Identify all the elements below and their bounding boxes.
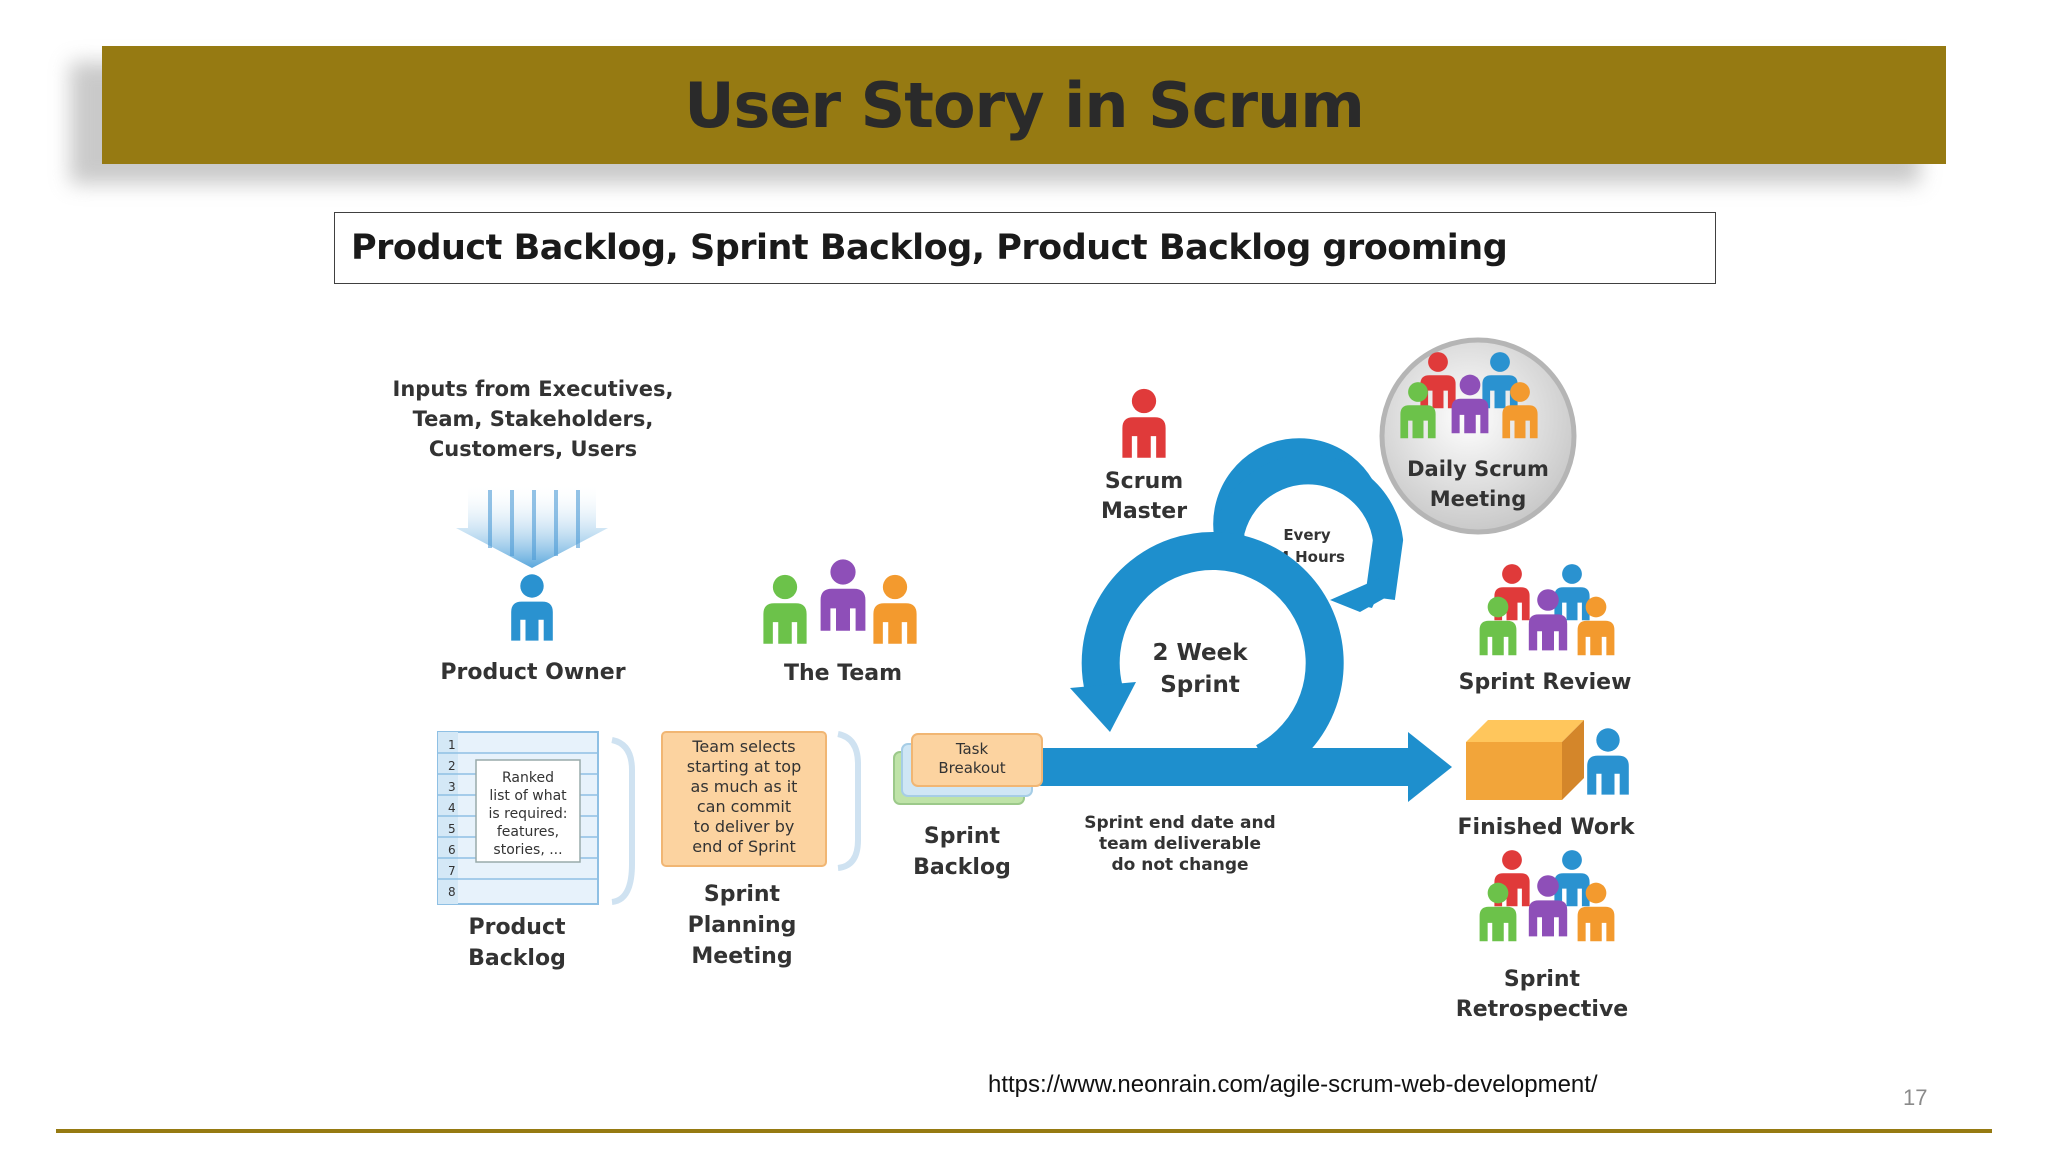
- sprint-planning-line-2: Planning: [688, 913, 797, 938]
- backlog-note-line: stories, ...: [493, 842, 562, 858]
- scrum-master-line-1: Scrum: [1105, 469, 1183, 494]
- row-number: 6: [448, 843, 456, 857]
- backlog-note-line: list of what: [489, 788, 567, 804]
- backlog-note-line: features,: [497, 824, 559, 840]
- sprint-backlog-line-1: Sprint: [924, 824, 1001, 849]
- sprint-retrospective-line-1: Sprint: [1504, 967, 1581, 992]
- task-breakout-line-1: Task: [955, 740, 989, 758]
- sprint-end-line-3: do not change: [1111, 855, 1248, 875]
- product-backlog-line-2: Backlog: [468, 946, 566, 971]
- product-backlog-row-numbers: 1 2 3 4 5 6 7 8: [448, 738, 456, 899]
- backlog-note-line: Ranked: [502, 770, 554, 786]
- planning-note-line: end of Sprint: [692, 837, 795, 856]
- sprint-backlog-stack: [893, 733, 1043, 805]
- subtitle-text: Product Backlog, Sprint Backlog, Product…: [351, 228, 1508, 268]
- sprint-cycle-arrow: [1070, 531, 1344, 779]
- daily-scrum-line-1: Daily Scrum: [1407, 457, 1549, 481]
- product-backlog-note: Ranked list of what is required: feature…: [488, 770, 567, 858]
- delivery-arrow: [1030, 732, 1452, 802]
- subtitle-box: Product Backlog, Sprint Backlog, Product…: [334, 212, 1716, 284]
- team-people-icon: [763, 559, 917, 644]
- scrum-master-person-icon: [1122, 388, 1166, 458]
- product-backlog-line-1: Product: [468, 915, 566, 940]
- sprint-cycle-line-1: 2 Week: [1152, 640, 1248, 666]
- row-number: 3: [448, 780, 456, 794]
- daily-loop-arrow-head: [1330, 578, 1392, 612]
- row-number: 4: [448, 801, 456, 815]
- sprint-planning-line-3: Meeting: [691, 944, 792, 969]
- row-number: 2: [448, 759, 456, 773]
- row-number: 5: [448, 822, 456, 836]
- slide-title: User Story in Scrum: [684, 68, 1365, 142]
- every-24-line-1: Every: [1283, 526, 1331, 544]
- sprint-review-label: Sprint Review: [1459, 670, 1632, 695]
- row-number: 7: [448, 864, 456, 878]
- sprint-retrospective-people-icon: [1479, 850, 1615, 942]
- page-number: 17: [1903, 1085, 1928, 1110]
- row-number: 1: [448, 738, 456, 752]
- footer-divider: [56, 1129, 1992, 1133]
- backlog-note-line: is required:: [488, 806, 567, 822]
- planning-note-line: starting at top: [687, 757, 801, 776]
- product-backlog-list: [437, 731, 599, 905]
- sprint-end-line-2: team deliverable: [1099, 834, 1261, 854]
- finished-work-box-icon: [1466, 720, 1584, 800]
- planning-note-line: Team selects: [691, 737, 795, 756]
- inputs-label: Inputs from Executives, Team, Stakeholde…: [393, 377, 674, 461]
- daily-scrum-line-2: Meeting: [1430, 487, 1527, 511]
- planning-note: Team selects starting at top as much as …: [687, 737, 801, 856]
- finished-work-person-icon: [1587, 728, 1629, 795]
- product-owner-label: Product Owner: [440, 660, 625, 685]
- source-link[interactable]: https://www.neonrain.com/agile-scrum-web…: [988, 1071, 1598, 1098]
- sprint-planning-line-1: Sprint: [704, 882, 781, 907]
- planning-note-line: as much as it: [691, 777, 798, 796]
- sprint-review-people-icon: [1479, 564, 1615, 656]
- the-team-label: The Team: [784, 661, 902, 686]
- sprint-backlog-line-2: Backlog: [913, 855, 1011, 880]
- inputs-line-1: Inputs from Executives,: [393, 377, 674, 401]
- inputs-line-3: Customers, Users: [429, 437, 637, 461]
- task-breakout-line-2: Breakout: [938, 759, 1005, 777]
- planning-note-line: can commit: [697, 797, 791, 816]
- backlog-bracket: [611, 737, 635, 905]
- row-number: 8: [448, 885, 456, 899]
- sprint-cycle-line-2: Sprint: [1160, 672, 1240, 698]
- scrum-master-line-2: Master: [1101, 499, 1187, 524]
- sprint-retrospective-line-2: Retrospective: [1456, 997, 1628, 1022]
- finished-work-label: Finished Work: [1458, 815, 1636, 840]
- sprint-end-line-1: Sprint end date and: [1084, 813, 1275, 833]
- product-owner-person-icon: [511, 574, 553, 641]
- planning-card: [661, 731, 827, 867]
- planning-note-line: to deliver by: [694, 817, 795, 836]
- inputs-down-arrows: [456, 484, 608, 568]
- planning-bracket: [837, 731, 861, 871]
- inputs-line-2: Team, Stakeholders,: [413, 407, 654, 431]
- title-bar: User Story in Scrum: [102, 46, 1946, 164]
